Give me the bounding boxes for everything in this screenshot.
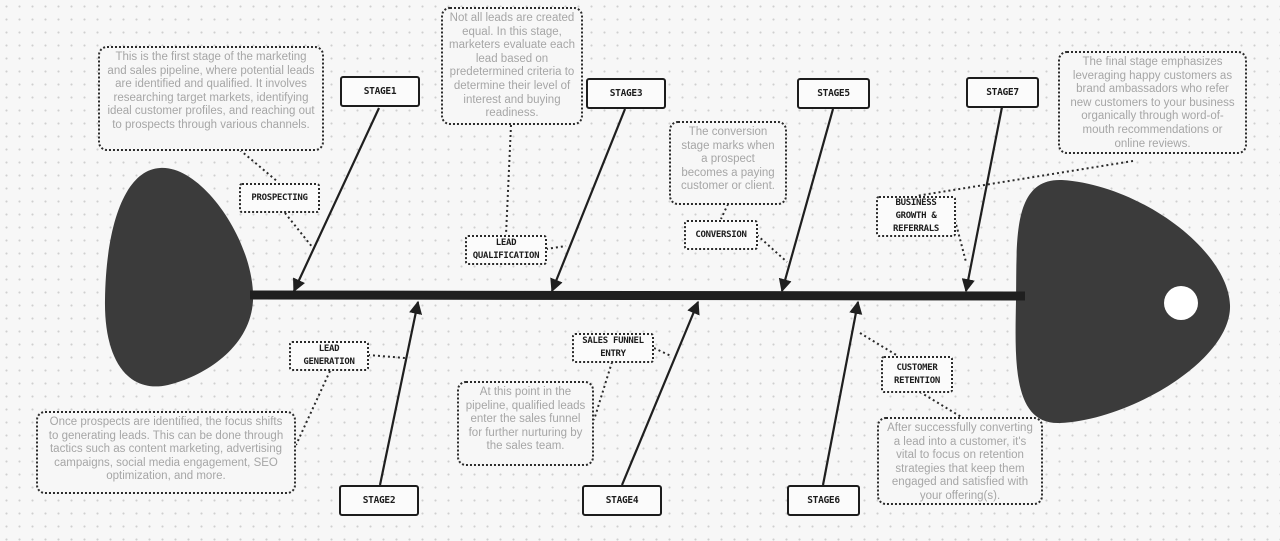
desc-business-growth: The final stage emphasizes leveraging ha…	[1058, 51, 1247, 154]
fish-head-shape	[1015, 179, 1231, 424]
bone-stage1	[293, 107, 380, 293]
label-business-growth[interactable]: BUSINESS GROWTH & REFERRALS	[876, 196, 956, 237]
desc-lead-generation: Once prospects are identified, the focus…	[36, 411, 296, 494]
desc-customer-retention: After successfully converting a lead int…	[877, 417, 1043, 505]
connector-leadqual-bone	[545, 245, 567, 250]
bone-stage3	[550, 108, 627, 293]
connector-leadgen-desc	[295, 370, 331, 446]
bone-stage2	[378, 300, 423, 486]
connector-prospecting-desc	[239, 149, 279, 183]
fish-eye-icon	[1164, 286, 1198, 320]
stage7-box[interactable]: STAGE7	[966, 77, 1039, 108]
label-lead-qualification[interactable]: LEAD QUALIFICATION	[465, 235, 547, 265]
connector-growth-desc	[915, 160, 1134, 197]
connector-funnel-bone	[653, 347, 672, 357]
stage2-box[interactable]: STAGE2	[339, 485, 419, 516]
stage1-box[interactable]: STAGE1	[340, 76, 420, 107]
connector-conversion-desc	[720, 203, 729, 220]
fish-spine	[249, 290, 1026, 301]
bone-stage4	[620, 300, 700, 486]
bone-stage6	[821, 300, 863, 486]
label-customer-retention[interactable]: CUSTOMER RETENTION	[881, 356, 953, 393]
stage5-box[interactable]: STAGE5	[797, 78, 870, 109]
desc-prospecting: This is the first stage of the marketing…	[98, 46, 324, 151]
desc-lead-qualification: Not all leads are created equal. In this…	[441, 7, 583, 125]
desc-sales-funnel-entry: At this point in the pipeline, qualified…	[457, 381, 594, 466]
connector-conversion-bone	[756, 234, 788, 263]
fish-tail-shape	[104, 167, 254, 387]
connector-leadgen-bone	[367, 354, 406, 359]
connector-growth-bone	[954, 219, 967, 263]
stage6-box[interactable]: STAGE6	[787, 485, 860, 516]
label-conversion[interactable]: CONVERSION	[684, 220, 758, 250]
connector-retention-desc	[919, 391, 964, 419]
connector-prospecting-bone	[284, 212, 314, 249]
connector-retention-bone	[859, 332, 899, 357]
label-prospecting[interactable]: PROSPECTING	[239, 183, 320, 213]
connector-lines	[239, 124, 1134, 446]
bones	[293, 106, 1004, 486]
stage4-box[interactable]: STAGE4	[582, 485, 662, 516]
label-sales-funnel-entry[interactable]: SALES FUNNEL ENTRY	[572, 333, 654, 363]
bone-stage5	[778, 108, 835, 293]
label-lead-generation[interactable]: LEAD GENERATION	[289, 341, 369, 371]
desc-conversion: The conversion stage marks when a prospe…	[669, 121, 787, 205]
bone-stage7	[961, 106, 1004, 293]
connector-funnel-desc	[593, 361, 613, 421]
connector-leadqual-desc	[505, 124, 512, 236]
stage3-box[interactable]: STAGE3	[586, 78, 666, 109]
